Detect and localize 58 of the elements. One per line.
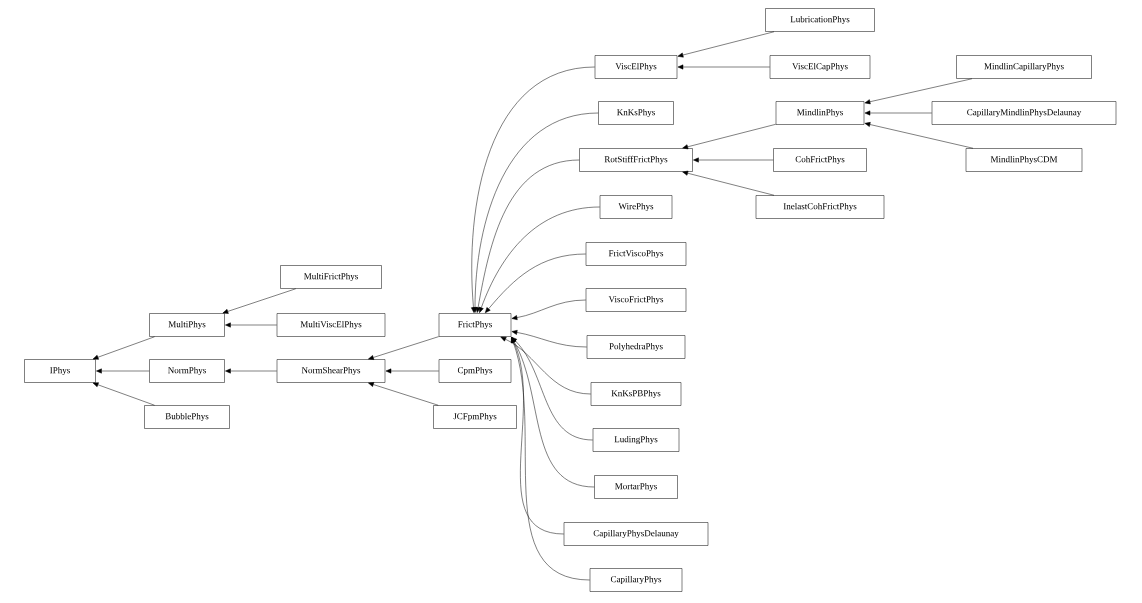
arrow	[682, 124, 776, 150]
class-box: MindlinPhysCDM	[965, 148, 1083, 172]
class-box: CapillaryPhys	[589, 568, 683, 592]
arrow	[92, 382, 155, 406]
class-box: LubricationPhys	[765, 8, 875, 32]
arrow	[385, 368, 439, 374]
arrow	[511, 336, 593, 441]
arrow	[478, 206, 600, 313]
arrow	[682, 170, 775, 196]
class-box: BubblePhys	[144, 405, 230, 429]
class-box: ViscoFrictPhys	[585, 288, 687, 312]
arrow	[472, 112, 599, 313]
class-box: MultiViscElPhys	[276, 313, 386, 337]
class-box: CapillaryMindlinPhysDelaunay	[931, 101, 1117, 125]
arrow	[368, 382, 439, 406]
class-box: KnKsPBPhys	[590, 382, 682, 406]
class-box: CohFrictPhys	[773, 148, 867, 172]
class-box: FrictViscoPhys	[585, 242, 687, 266]
class-box: ViscElPhys	[594, 55, 678, 79]
class-box: PolyhedraPhys	[586, 335, 686, 359]
arrow	[92, 336, 155, 360]
arrow	[864, 78, 973, 105]
class-box: FrictPhys	[438, 313, 512, 337]
arrow	[225, 322, 277, 328]
class-box: IPhys	[24, 359, 96, 383]
arrow	[677, 64, 770, 70]
arrow	[677, 31, 775, 58]
class-box: ViscElCapPhys	[769, 55, 871, 79]
class-box: LudingPhys	[592, 428, 680, 452]
class-box: MindlinCapillaryPhys	[956, 55, 1092, 79]
class-box: JCFpmPhys	[433, 405, 517, 429]
class-box: MultiPhys	[149, 313, 225, 337]
arrow	[510, 337, 590, 581]
arrow	[368, 336, 439, 360]
arrow	[511, 330, 587, 348]
class-box: NormShearPhys	[276, 359, 386, 383]
class-box: CpmPhys	[438, 359, 512, 383]
class-box: MultiFrictPhys	[280, 265, 382, 289]
class-box: MindlinPhys	[775, 101, 865, 125]
arrow	[864, 122, 974, 149]
arrow	[485, 253, 586, 313]
arrow	[500, 336, 591, 395]
class-box: WirePhys	[599, 195, 673, 219]
class-box: InelastCohFrictPhys	[755, 195, 885, 219]
class-box: CapillaryPhysDelaunay	[563, 522, 709, 546]
class-box: MortarPhys	[594, 475, 678, 499]
arrow	[511, 337, 564, 535]
arrow	[475, 159, 580, 313]
arrow	[96, 368, 150, 374]
arrow	[693, 157, 774, 163]
class-box: KnKsPhys	[598, 101, 674, 125]
arrow	[225, 368, 277, 374]
arrow	[222, 288, 296, 314]
arrow	[471, 66, 595, 313]
class-box: NormPhys	[149, 359, 225, 383]
class-box: RotStiffFrictPhys	[579, 148, 693, 172]
arrow	[864, 110, 932, 116]
arrow	[511, 299, 586, 320]
